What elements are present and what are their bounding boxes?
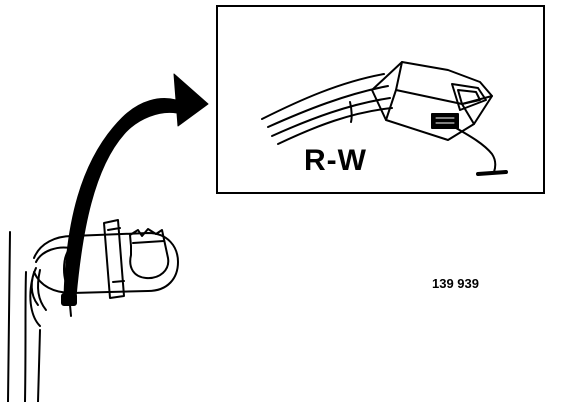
ground-wire (455, 127, 497, 173)
component-cap (129, 228, 170, 280)
cap-detail (132, 240, 165, 244)
connector-terminal (431, 113, 459, 129)
mounted-component (7, 219, 179, 402)
detail-view (261, 61, 508, 176)
component-body (33, 232, 179, 294)
wire-bundle (261, 73, 393, 145)
curved-arrow-icon (63, 73, 209, 298)
component-wires (29, 267, 47, 327)
callout-label: R-W (304, 144, 367, 177)
red-white-wire (349, 101, 353, 123)
connector-latch (451, 83, 487, 111)
ground-terminal-icon (476, 170, 508, 176)
mounting-strap (103, 219, 125, 299)
figure-number: 139 939 (432, 276, 479, 291)
mounting-post (7, 231, 41, 402)
